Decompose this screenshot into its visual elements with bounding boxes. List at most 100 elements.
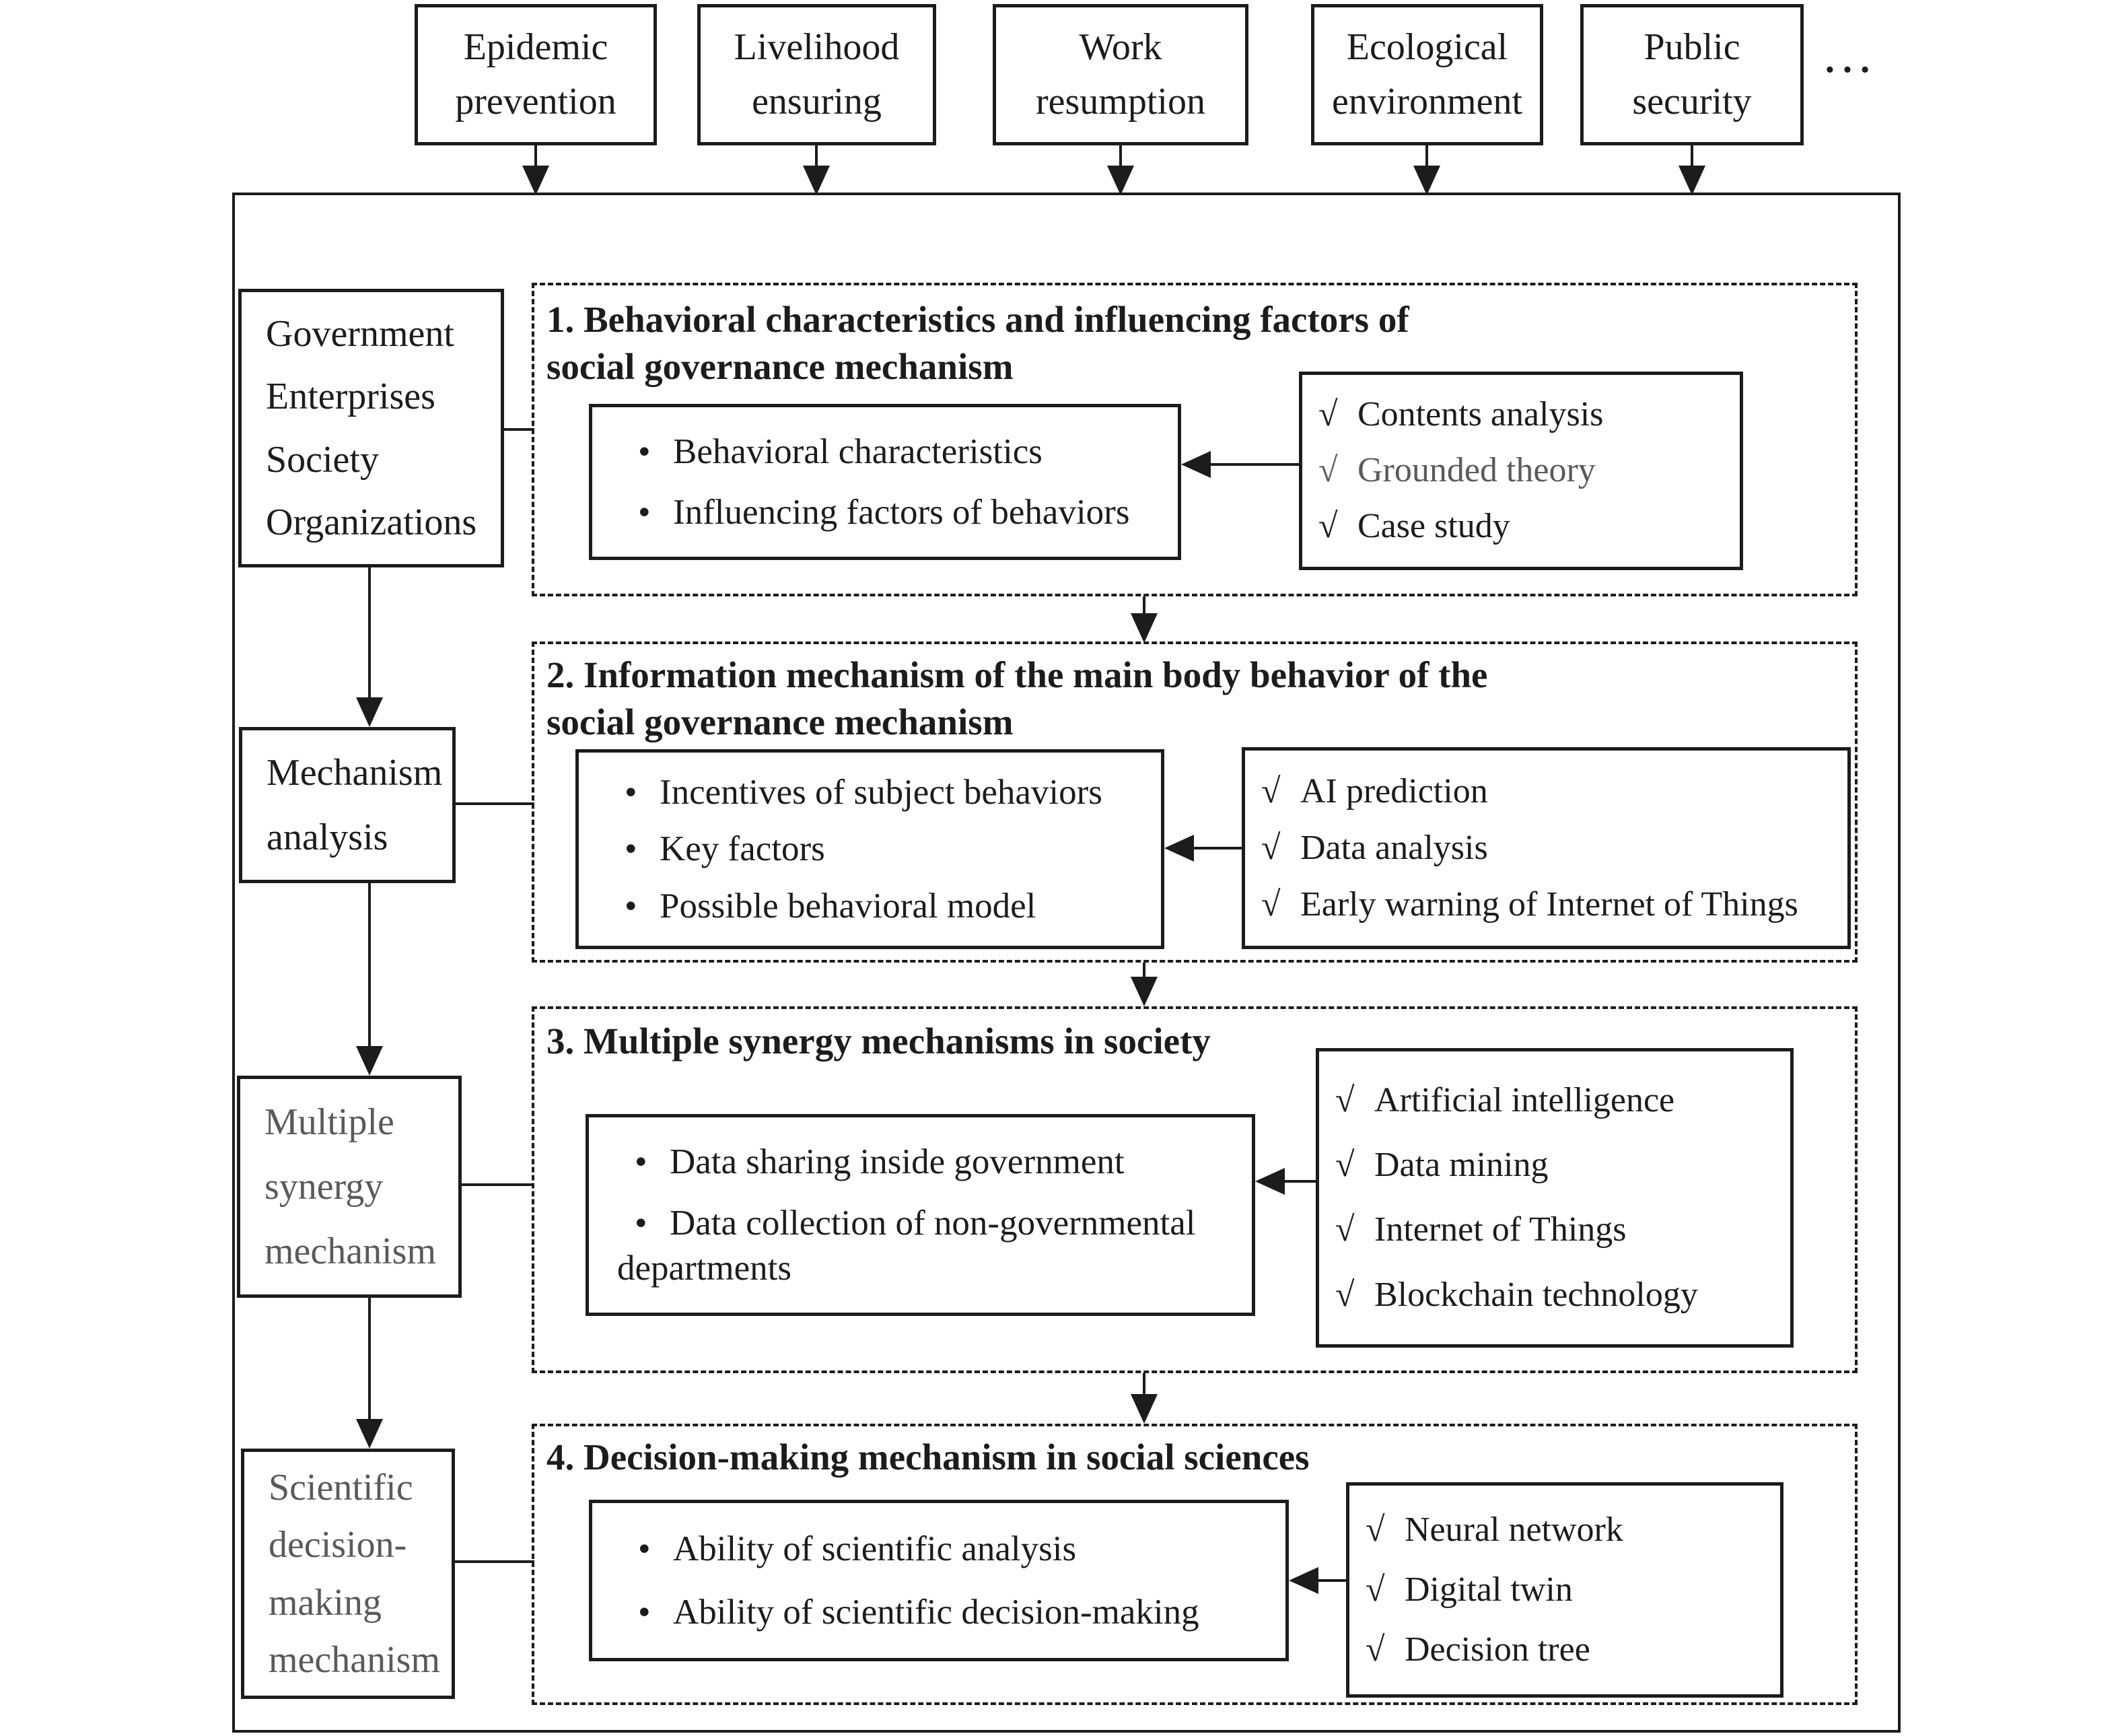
arrow-epidemic-shaft	[534, 145, 537, 168]
method-text: Internet of Things	[1374, 1210, 1627, 1249]
method-text: Early warning of Internet of Things	[1300, 884, 1798, 924]
arrow-work-shaft	[1119, 145, 1122, 168]
method-text: Artificial intelligence	[1374, 1080, 1675, 1119]
top-box-label: Epidemic prevention	[455, 26, 616, 123]
method-item: √Neural network	[1366, 1509, 1764, 1551]
method-text: Contents analysis	[1357, 395, 1604, 434]
actors-box-line: Society	[266, 438, 379, 481]
section2-title: 2. Information mechanism of the main bod…	[546, 652, 1825, 746]
mechanism-analysis-line: Mechanism	[267, 752, 443, 794]
bullet-text: Key factors	[660, 829, 825, 869]
arrow-section2-to-section3-shaft	[1143, 963, 1145, 978]
method-text: Data analysis	[1300, 828, 1488, 867]
arrow-public-head	[1679, 166, 1705, 195]
bullet-icon: •	[625, 829, 637, 869]
check-icon: √	[1366, 1570, 1385, 1609]
connector-actors-to-section1	[504, 428, 534, 431]
method-item: √ Early warning of Internet of Things	[1261, 884, 1831, 926]
arrow-section2-to-section3-head	[1131, 977, 1158, 1006]
bullet-icon: •	[635, 1204, 647, 1243]
check-icon: √	[1261, 828, 1281, 867]
top-box-label: Work resumption	[1036, 26, 1205, 123]
bullet-icon: •	[625, 773, 637, 812]
section4-title-line: 4. Decision-making mechanism in social s…	[546, 1436, 1310, 1478]
section3-dashed-box	[532, 1006, 1858, 1373]
bullet-icon: •	[638, 431, 651, 471]
section1-bullet-box: •Behavioral characteristics •Influencing…	[589, 404, 1181, 560]
actors-box-line: Enterprises	[266, 376, 435, 418]
top-box-label: Public security	[1632, 26, 1752, 123]
section1-methods-box: √Contents analysis √Grounded theory √Cas…	[1299, 372, 1743, 570]
bullet-item: •Incentives of subject behaviors	[595, 770, 1145, 814]
top-box-label: Ecological environment	[1331, 26, 1523, 123]
method-text: Decision tree	[1405, 1630, 1590, 1669]
arrow-section3-to-section4-head	[1131, 1394, 1158, 1424]
bullet-icon: •	[638, 493, 651, 532]
scientific-decision-line: mechanism	[269, 1638, 441, 1681]
actors-box-line: Government	[266, 312, 454, 355]
check-icon: √	[1261, 884, 1281, 924]
bullet-icon: •	[638, 1592, 651, 1632]
bullet-item: •Data sharing inside government	[605, 1140, 1236, 1184]
bullet-text: Data sharing inside government	[670, 1142, 1125, 1182]
section3-methods-box: √Artificial intelligence √Data mining √I…	[1316, 1048, 1794, 1348]
section2-dashed-box	[532, 641, 1858, 963]
section3-title-line: 3. Multiple synergy mechanisms in societ…	[546, 1020, 1211, 1062]
method-item: √Internet of Things	[1335, 1209, 1774, 1251]
arrow-section1-to-section2-shaft	[1143, 596, 1145, 615]
check-icon: √	[1366, 1510, 1385, 1549]
section1-dashed-box	[532, 283, 1858, 596]
multiple-synergy-line: synergy	[264, 1166, 384, 1208]
check-icon: √	[1335, 1080, 1355, 1119]
arrow-mechanism-to-synergy-head	[356, 1046, 383, 1076]
arrow-section1-to-section2-head	[1131, 613, 1158, 643]
connector-synergy-to-section3	[462, 1183, 534, 1186]
method-text: Grounded theory	[1357, 451, 1596, 490]
method-item: √AI prediction	[1261, 771, 1831, 812]
check-icon: √	[1335, 1275, 1355, 1314]
arrow-public-shaft	[1691, 145, 1693, 168]
method-item: √ Decision tree	[1366, 1629, 1764, 1671]
bullet-item: • Ability of scientific decision-making	[608, 1590, 1269, 1634]
top-box-ecological-environment: Ecological environment	[1311, 4, 1543, 145]
multiple-synergy-line: Multiple	[264, 1101, 394, 1143]
bullet-text: Ability of scientific decision-making	[673, 1592, 1199, 1632]
arrow-livelihood-head	[803, 166, 830, 195]
check-icon: √	[1318, 451, 1338, 490]
method-item: √Digital twin	[1366, 1569, 1764, 1611]
top-box-work-resumption: Work resumption	[993, 4, 1248, 145]
check-icon: √	[1318, 395, 1338, 434]
scientific-decision-line: Scientific	[269, 1467, 413, 1509]
arrow-synergy-to-decision-head	[356, 1419, 383, 1449]
arrow-epidemic-head	[522, 166, 549, 195]
section2-title-line: social governance mechanism	[546, 701, 1014, 742]
scientific-decision-line: decision-	[269, 1524, 407, 1566]
bullet-text: Behavioral characteristics	[673, 431, 1043, 471]
connector-decision-to-section4	[455, 1560, 534, 1563]
arrow-actors-to-mechanism-shaft	[368, 567, 371, 699]
arrow-mechanism-to-synergy-shaft	[368, 883, 371, 1047]
top-box-public-security: Public security	[1580, 4, 1804, 145]
top-box-epidemic-prevention: Epidemic prevention	[415, 4, 657, 145]
method-item: √ Data analysis	[1261, 827, 1831, 869]
arrow-ecological-head	[1413, 166, 1440, 195]
section2-bullet-box: •Incentives of subject behaviors • Key fa…	[575, 749, 1164, 949]
bullet-icon: •	[638, 1529, 651, 1569]
section1-title-line: 1. Behavioral characteristics and influe…	[546, 299, 1409, 340]
method-item: √ Artificial intelligence	[1335, 1080, 1774, 1121]
arrow-actors-to-mechanism-head	[356, 697, 383, 727]
arrow-ecological-shaft	[1425, 145, 1428, 168]
arrow-synergy-to-decision-shaft	[368, 1298, 371, 1420]
method-item: √ Grounded theory	[1318, 450, 1724, 491]
multiple-synergy-line: mechanism	[264, 1230, 437, 1272]
top-box-livelihood-ensuring: Livelihood ensuring	[697, 4, 936, 145]
actors-box-line: Organizations	[266, 501, 477, 544]
check-icon: √	[1366, 1630, 1385, 1669]
bullet-text: Ability of scientific analysis	[673, 1529, 1077, 1569]
bullet-text: Data collection of non-governmental depa…	[617, 1204, 1196, 1288]
section4-arrow-head	[1289, 1567, 1318, 1594]
method-item: √Data mining	[1335, 1144, 1774, 1186]
